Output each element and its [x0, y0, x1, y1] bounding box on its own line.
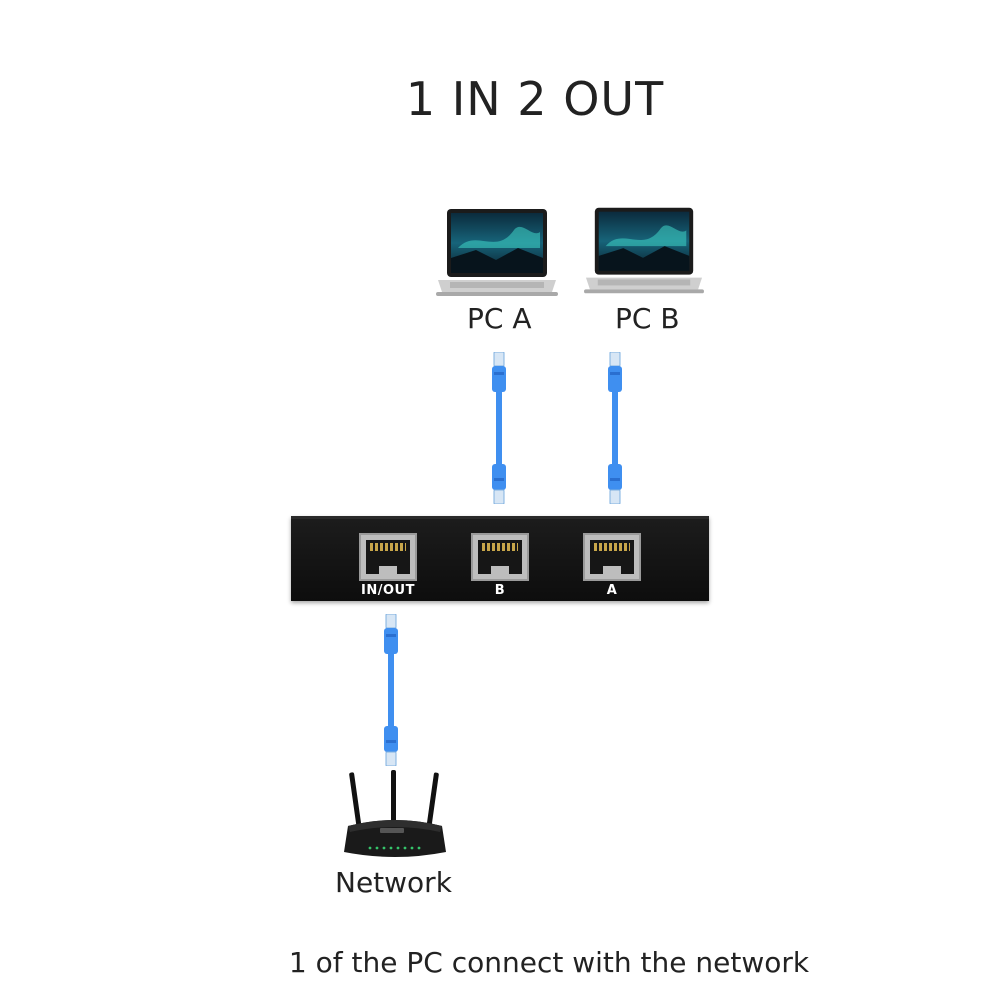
- cable-pc-b-icon: [608, 352, 622, 504]
- pc-a-label: PC A: [467, 302, 532, 335]
- port-a: [583, 533, 641, 581]
- port-b-label: B: [494, 583, 506, 598]
- router-icon: [344, 770, 446, 857]
- pc-b-laptop-icon: [584, 207, 704, 294]
- diagram-caption: 1 of the PC connect with the network: [288, 946, 810, 979]
- cable-network-icon: [384, 614, 398, 766]
- cable-pc-a-icon: [492, 352, 506, 504]
- pc-a-laptop-icon: [436, 209, 558, 296]
- diagram-title: 1 IN 2 OUT: [405, 72, 665, 126]
- port-b: [471, 533, 529, 581]
- port-in-out: [359, 533, 417, 581]
- pc-b-label: PC B: [615, 302, 680, 335]
- port-a-label: A: [606, 583, 618, 598]
- network-switch-box: IN/OUT B A: [291, 516, 709, 601]
- network-label: Network: [335, 866, 452, 899]
- port-in-out-label: IN/OUT: [361, 583, 415, 598]
